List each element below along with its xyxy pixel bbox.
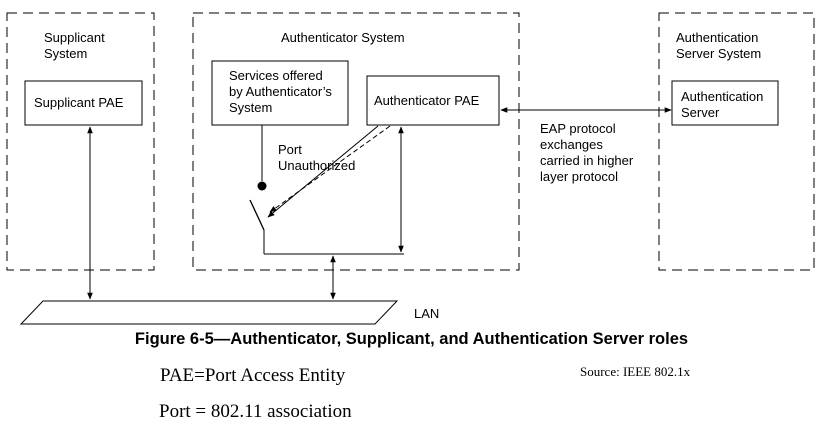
server-system-boundary [658,12,815,271]
lan-segment [19,300,399,325]
supplicant-pae-label: Supplicant PAE [34,95,124,110]
authenticator-system-boundary [192,12,520,271]
supplicant-system-boundary [6,12,155,271]
eap-label: EAP protocol exchanges carried in higher… [540,121,637,184]
authenticator-system-title: Authenticator System [281,30,405,45]
authentication-server-box [671,80,779,126]
port-definition-note: Port = 802.11 association [159,401,352,422]
pae-definition-note: PAE=Port Access Entity [160,365,346,386]
port-switch-blade [249,199,265,231]
role-diagram: Supplicant System Authenticator System A… [6,12,815,325]
supplicant-pae-box [24,80,143,126]
pae-control-solid-arrow [267,125,379,218]
authentication-server-label: Authentication Server [681,89,767,120]
services-box [211,60,349,126]
port-unauthorized-label: Port Unauthorized [278,142,355,173]
server-system-title: Authentication Server System [676,30,762,61]
services-label: Services offered by Authenticator’s Syst… [229,68,336,115]
figure-caption: Figure 6-5—Authenticator, Supplicant, an… [134,330,689,348]
supplicant-system-title: Supplicant System [44,30,108,61]
authenticator-pae-label: Authenticator PAE [374,93,480,108]
port-contact-dot [257,181,267,191]
authenticator-pae-box [366,75,500,126]
source-note: Source: IEEE 802.1x [580,364,691,379]
lan-label: LAN [414,306,439,321]
pae-control-dashed-arrow [269,125,391,213]
